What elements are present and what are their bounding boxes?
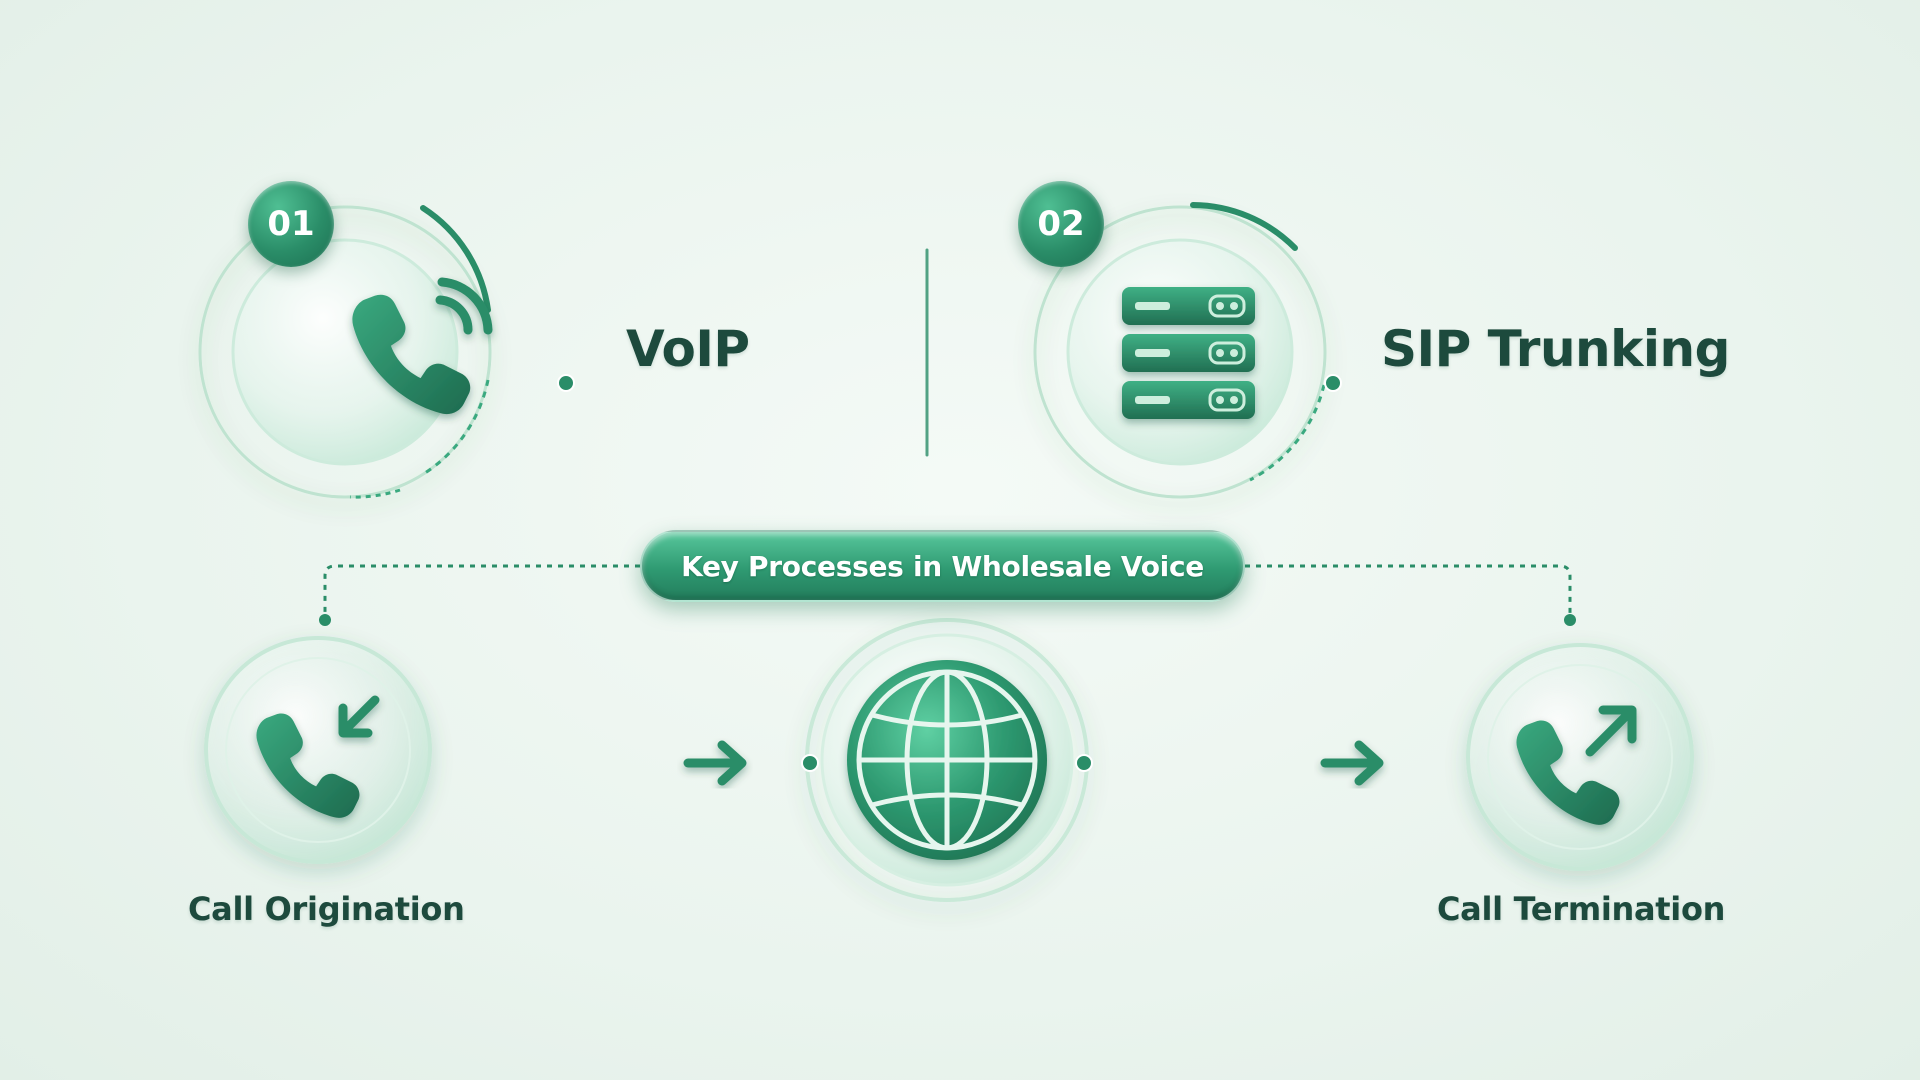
step-label-voip: VoIP	[626, 320, 750, 378]
outgoing-call-icon	[1516, 705, 1637, 825]
sound-wave-icon	[490, 687, 650, 833]
step-sip-trunking	[1033, 202, 1342, 499]
sound-wave-icon	[1145, 687, 1291, 833]
globe-icon	[847, 660, 1047, 860]
arrow-right-icon	[683, 740, 747, 786]
server-rack-icon	[1122, 287, 1255, 419]
incoming-call-icon	[256, 695, 380, 818]
process-label-call-origination: Call Origination	[188, 890, 465, 928]
step-number-badge-01: 01	[248, 181, 334, 267]
connector-lines	[323, 564, 1572, 615]
process-call-termination	[1466, 643, 1694, 871]
step-number-badge-02: 02	[1018, 181, 1104, 267]
step-label-sip-trunking: SIP Trunking	[1381, 320, 1730, 378]
center-title-pill: Key Processes in Wholesale Voice	[640, 530, 1245, 602]
globe-node	[801, 618, 1093, 902]
phone-ringing-icon	[352, 277, 493, 415]
process-label-call-termination: Call Termination	[1437, 890, 1726, 928]
center-title: Key Processes in Wholesale Voice	[681, 549, 1204, 583]
step-voip	[198, 205, 575, 499]
process-call-origination	[204, 636, 432, 864]
arrow-right-icon	[1320, 740, 1384, 786]
